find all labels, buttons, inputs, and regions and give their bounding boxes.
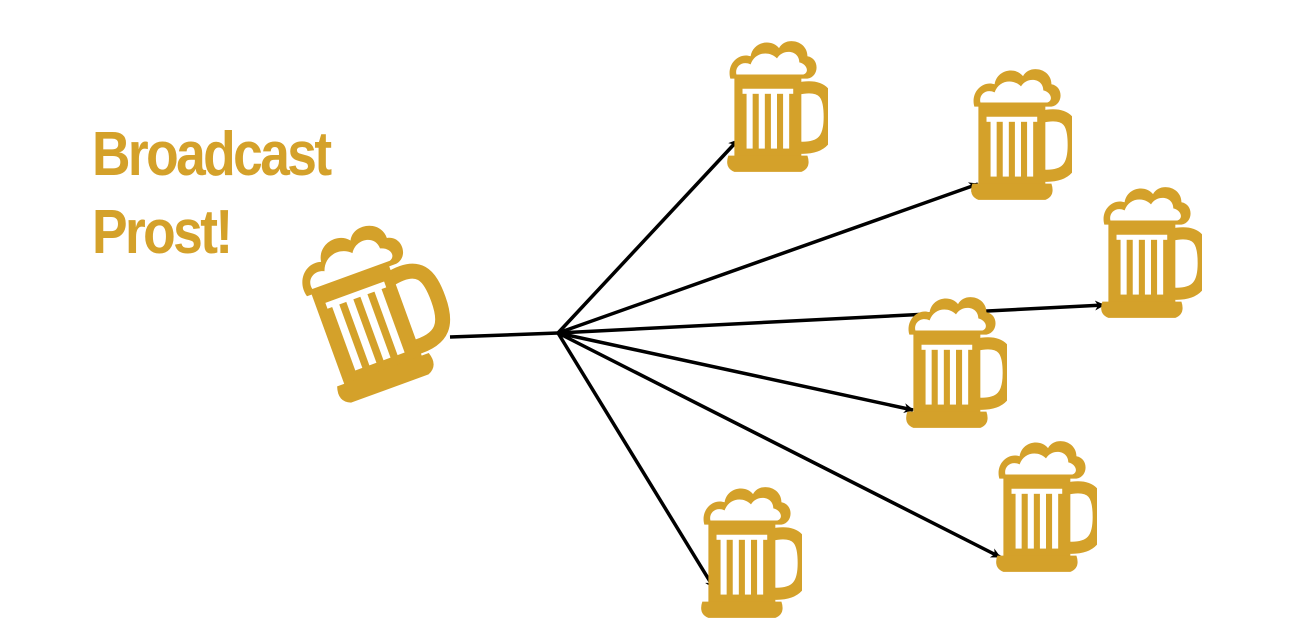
beer-mug-icon	[971, 69, 1074, 200]
title-line-2: Prost!	[92, 197, 233, 267]
source-line	[449, 331, 559, 339]
arrow-to-receiver-mug-6	[556, 332, 716, 589]
title-line-1: Broadcast	[92, 120, 332, 189]
beer-mug-icon	[906, 297, 1009, 428]
beer-mug-icon	[996, 441, 1099, 572]
beer-mug-icon	[701, 487, 804, 618]
diagram-title: Broadcast Prost!	[92, 116, 332, 271]
arrow-to-receiver-mug-2	[557, 182, 979, 335]
arrow-to-receiver-mug-4	[557, 331, 914, 413]
arrow-to-receiver-mug-1	[556, 138, 740, 335]
mugs-layer	[287, 41, 1203, 618]
arrows-layer	[449, 138, 1105, 589]
arrow-to-receiver-mug-5	[557, 331, 1001, 559]
beer-mug-icon	[727, 41, 830, 172]
beer-mug-icon	[287, 211, 461, 406]
arrow-to-receiver-mug-3	[557, 300, 1105, 335]
beer-mug-icon	[1101, 187, 1204, 318]
